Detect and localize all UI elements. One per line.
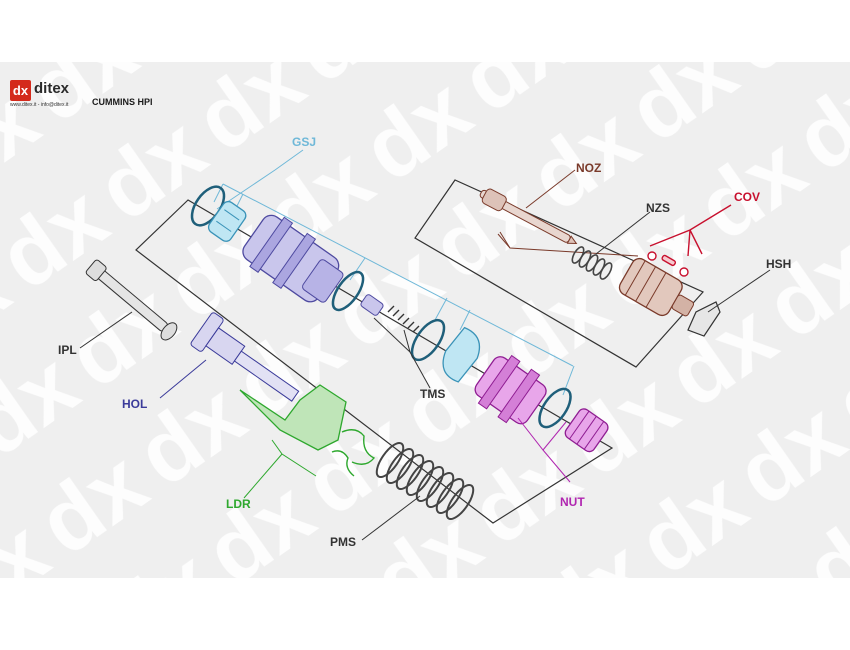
holder: [190, 312, 300, 402]
gasket-sleeve-2: [442, 326, 481, 383]
ldr-clip: [239, 384, 376, 499]
heat-shield: [687, 269, 771, 337]
logo-mark: dx: [10, 80, 31, 101]
main-frame: [135, 199, 614, 524]
label-hsh: HSH: [766, 257, 791, 271]
nut-cap: [564, 408, 609, 453]
o-ring-2: [331, 270, 365, 312]
nzs-spring: [571, 246, 613, 280]
label-tms: TMS: [420, 387, 445, 401]
gasket-sleeve-1: [207, 200, 247, 242]
nut-body: [474, 354, 547, 425]
label-nzs: NZS: [646, 201, 670, 215]
tms-leader: [373, 317, 431, 389]
hol-leader: [159, 359, 207, 399]
nzs-leader: [595, 211, 651, 255]
tms-spring: [387, 305, 420, 333]
o-ring-4: [538, 387, 572, 429]
label-gsj: GSJ: [292, 135, 316, 149]
pms-leader: [361, 495, 421, 541]
pms-spring: [375, 441, 475, 521]
noz-leader: [497, 169, 639, 257]
pin: [360, 294, 384, 316]
nozzle-body: [618, 257, 695, 317]
label-cov: COV: [734, 190, 760, 204]
logo-contact: www.ditex.it - info@ditex.it: [10, 102, 69, 108]
inlet-plug: [85, 259, 178, 341]
label-nut: NUT: [560, 495, 585, 509]
cov-parts: [647, 204, 732, 277]
logo-wordmark: ditex: [34, 80, 70, 97]
model-title: CUMMINS HPI: [92, 97, 153, 107]
label-noz: NOZ: [576, 161, 601, 175]
label-hol: HOL: [122, 397, 147, 411]
valve-body: [242, 214, 344, 303]
nozzle-needle: [479, 188, 578, 245]
nut-leader: [517, 417, 571, 483]
gsj-leader: [213, 149, 575, 396]
ipl-leader: [79, 311, 133, 349]
label-ipl: IPL: [58, 343, 77, 357]
label-ldr: LDR: [226, 497, 251, 511]
o-ring-3: [410, 318, 446, 362]
label-pms: PMS: [330, 535, 356, 549]
